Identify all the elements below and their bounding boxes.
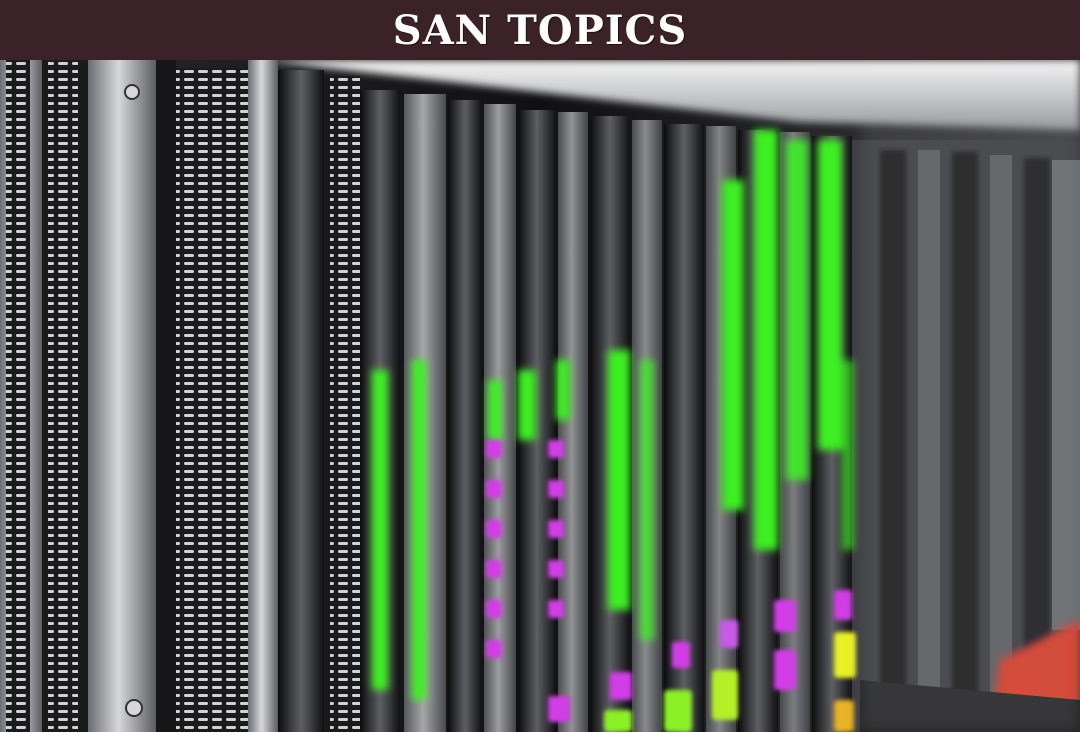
magenta-leds [486,440,852,722]
server-rack-illustration [0,60,1080,732]
header-banner: SAN TOPICS [0,0,1080,60]
yellow-leds [604,632,856,732]
server-rack-photo [0,60,1080,732]
left-chassis-panels [0,60,360,732]
green-led-strips [372,130,854,700]
banner-title: SAN TOPICS [392,6,688,54]
